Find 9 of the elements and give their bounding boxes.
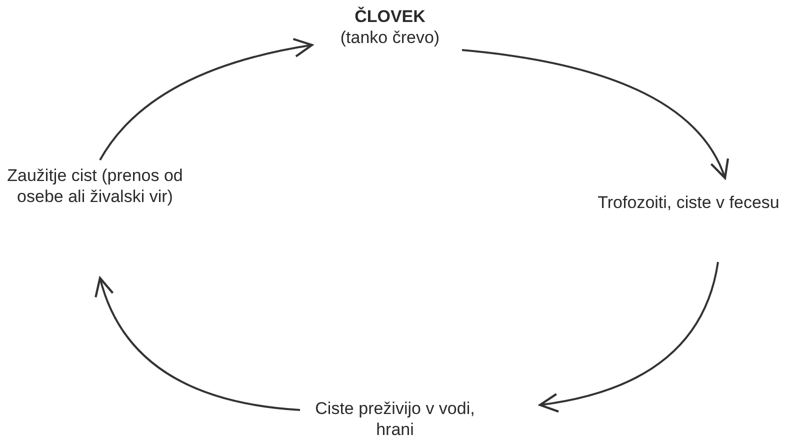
- curved-arrow: [538, 262, 719, 412]
- node-label: Trofozoiti, ciste v fecesu: [596, 192, 780, 213]
- curved-arrow: [462, 49, 728, 180]
- node-label: Ciste preživijo v vodi, hrani: [314, 398, 476, 440]
- node-label: Zaužitje cist (prenos od osebe ali živalski vir): [6, 165, 184, 207]
- node-label: (tanko črevo): [339, 27, 441, 48]
- curved-arrow: [96, 276, 300, 411]
- node-heading: ČLOVEK: [354, 6, 426, 27]
- curved-arrow: [99, 38, 314, 161]
